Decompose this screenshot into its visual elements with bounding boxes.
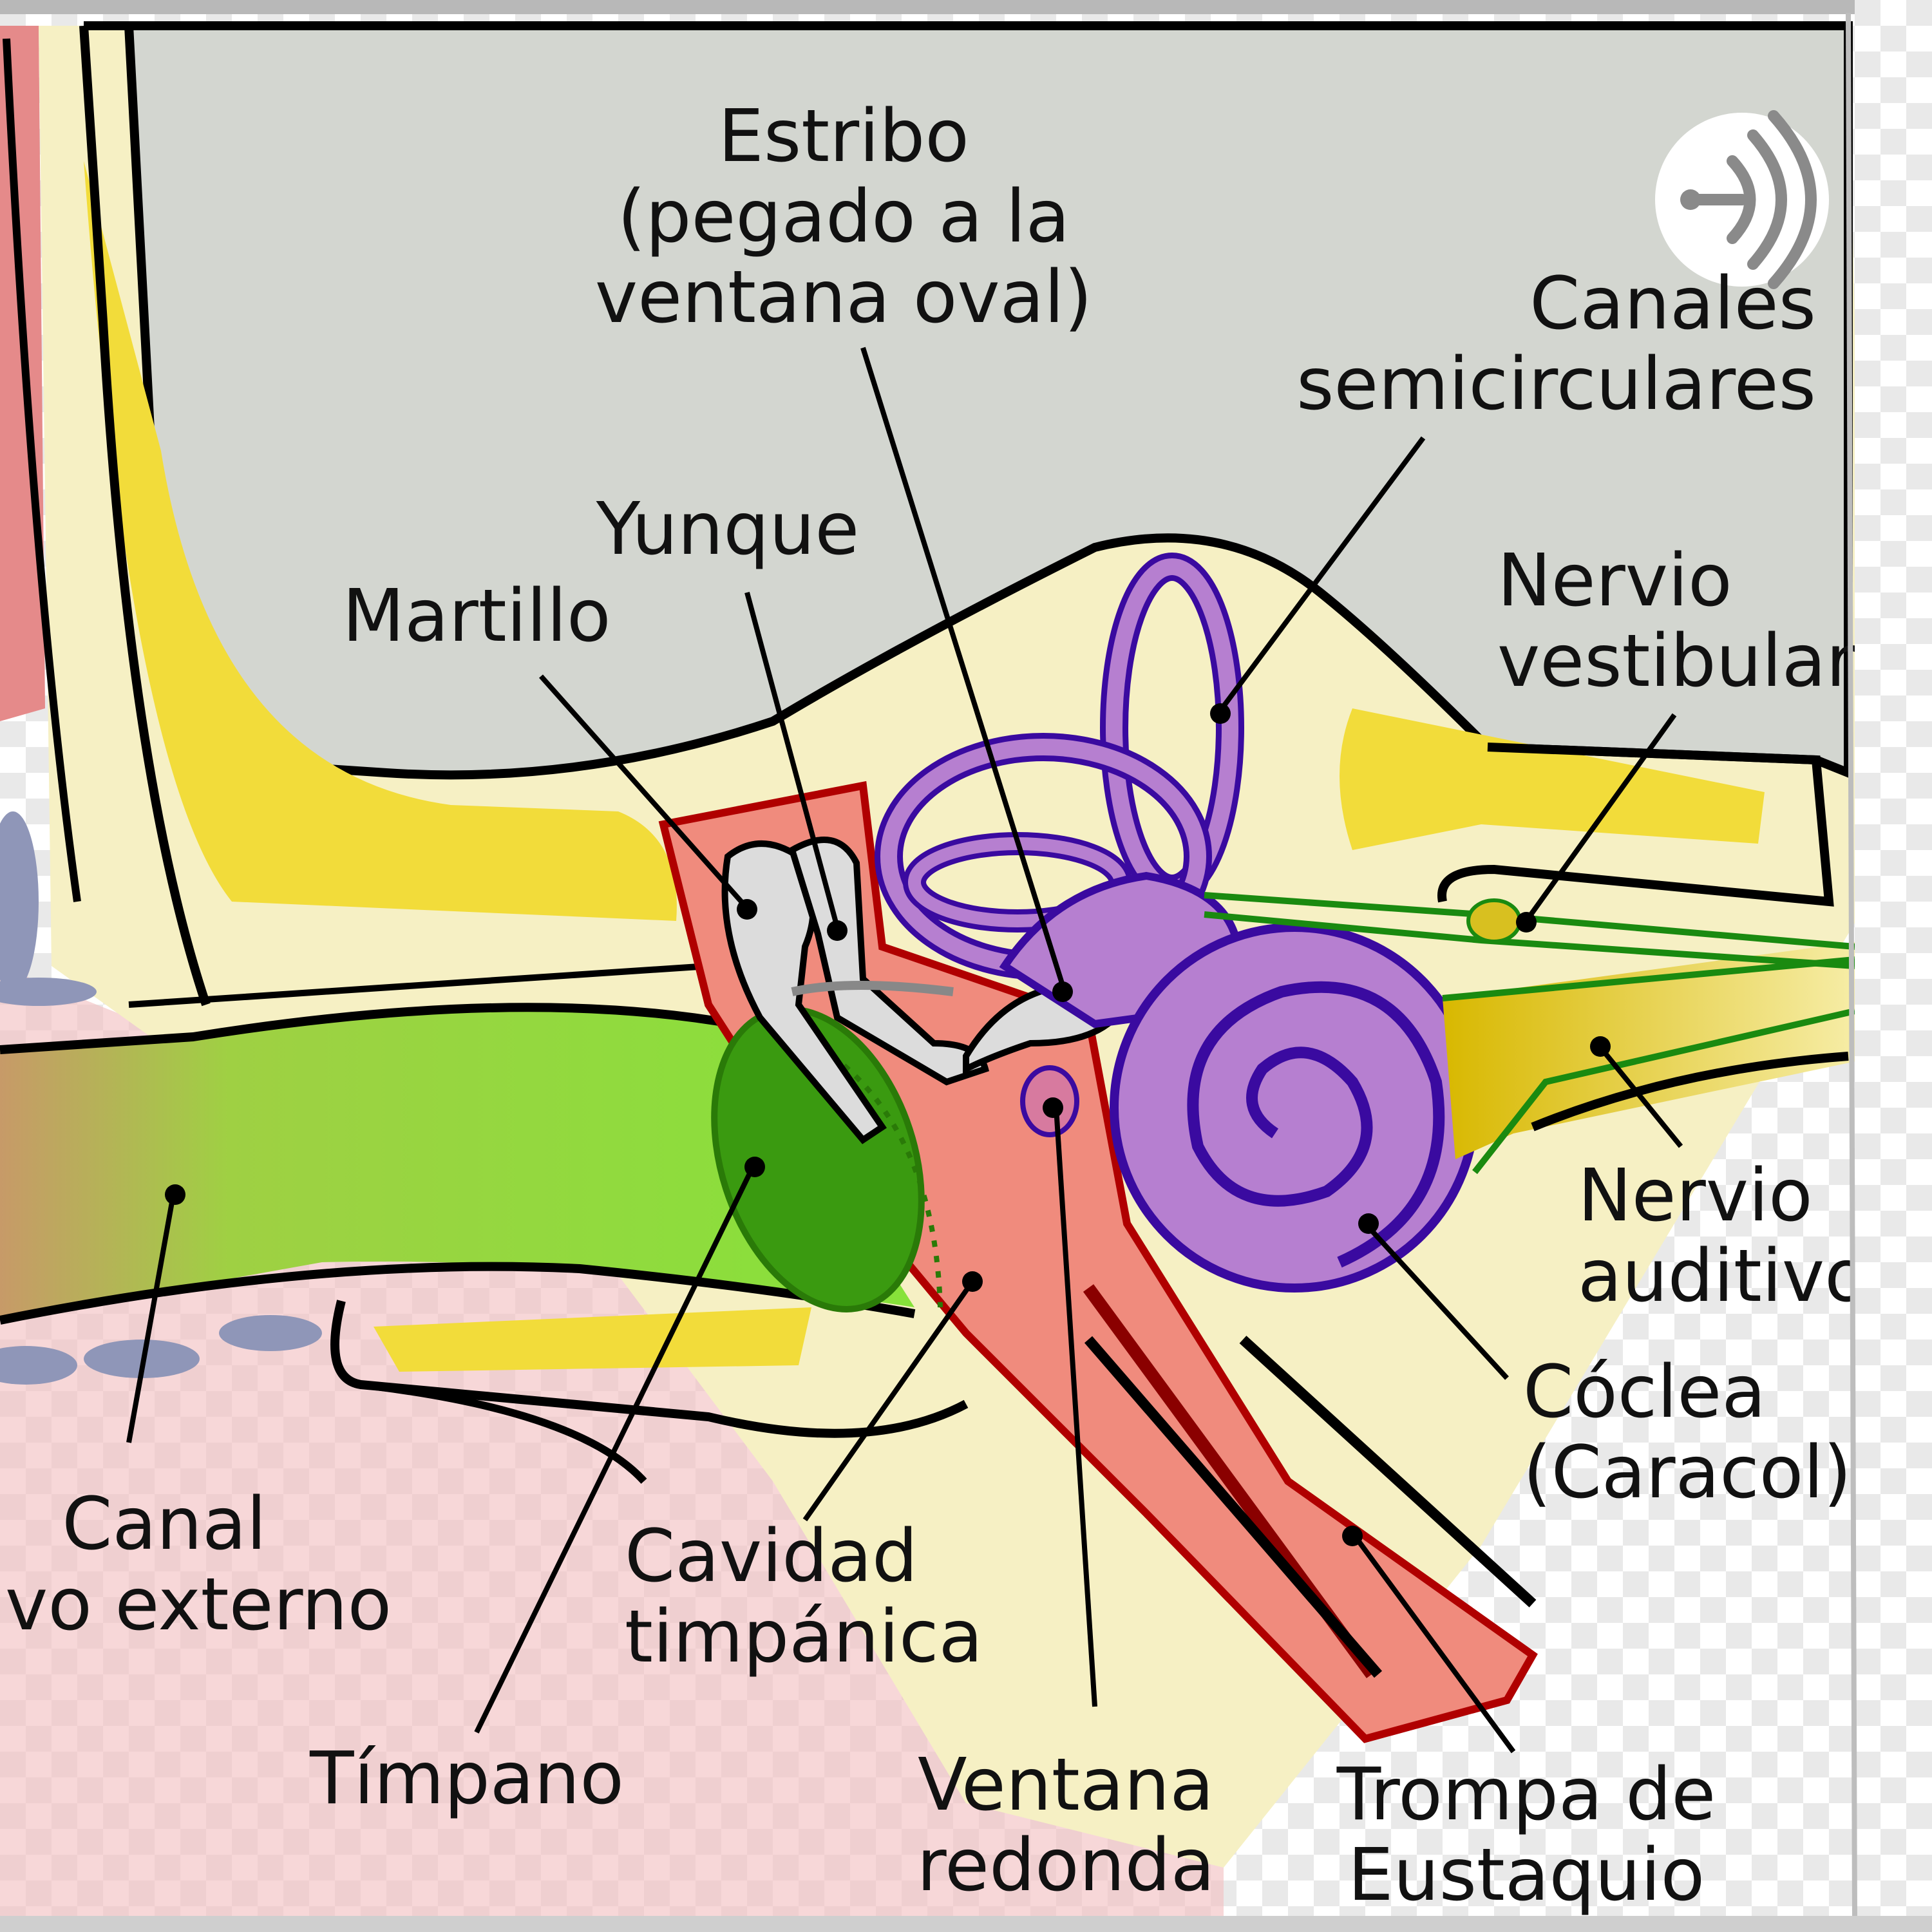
label-yunque: Yunque: [596, 488, 860, 571]
label-line: Cóclea: [1523, 1350, 1766, 1434]
label-coclea: Cóclea(Caracol): [1523, 1350, 1852, 1515]
label-line: vestibular: [1497, 620, 1856, 703]
canal-lower-edge: [360, 1381, 647, 1484]
auditory-nerve-line-2: [1472, 1008, 1856, 1175]
label-line: Eustaquio: [1348, 1833, 1705, 1917]
dot-ventana-redonda: [1043, 1097, 1063, 1118]
cartilage-blob: [0, 811, 39, 992]
label-line: Yunque: [596, 488, 860, 571]
leader-timpano: [474, 1164, 756, 1734]
leader-cavidad: [802, 1280, 975, 1522]
label-martillo: Martillo: [342, 574, 611, 658]
label-line: auditivo: [1578, 1235, 1869, 1318]
leader-canal-auditivo: [126, 1191, 176, 1443]
label-line: Tímpano: [309, 1737, 624, 1821]
label-line: Trompa de: [1336, 1753, 1716, 1837]
dot-cavidad: [962, 1271, 983, 1292]
label-timpano: Tímpano: [309, 1737, 624, 1821]
dot-coclea: [1358, 1213, 1379, 1234]
leader-ventana-redonda: [1054, 1107, 1097, 1707]
canal-outer-lower: [330, 1300, 969, 1438]
auditory-nerve-line: [1442, 956, 1855, 1001]
label-line: timpánica: [625, 1595, 983, 1679]
label-canal-auditivo: Canalitivo externo: [0, 1482, 392, 1647]
podcast-broadcast-icon: [1680, 110, 1817, 289]
dot-yunque: [827, 920, 848, 941]
leader-nervio-auditivo: [1595, 1041, 1683, 1148]
label-line: Nervio: [1578, 1154, 1813, 1238]
label-line: ventana oval): [595, 256, 1092, 339]
label-line: Canal: [62, 1482, 267, 1566]
cochlea: [1110, 923, 1479, 1293]
label-line: itivo externo: [0, 1563, 392, 1647]
label-line: (pegado a la: [618, 175, 1070, 259]
frame-top: [0, 0, 1932, 14]
leader-nervio-vestibular: [1524, 713, 1677, 923]
podcast-logo: [1655, 110, 1829, 289]
frame-right-line: [1846, 12, 1857, 1920]
internal-meatus-wall: [1437, 743, 1834, 907]
leader-coclea: [1363, 1222, 1509, 1380]
cartilage-dot: [219, 1315, 322, 1351]
leader-lines: [126, 346, 1683, 1754]
cochlea-spiral: [1187, 981, 1445, 1268]
label-line: Nervio: [1497, 539, 1732, 623]
leader-martillo: [539, 674, 749, 910]
dot-trompa: [1342, 1526, 1363, 1546]
leader-trompa: [1350, 1531, 1516, 1754]
yellow-bone-lower: [374, 1307, 811, 1372]
dot-timpano: [744, 1157, 765, 1177]
label-line: Martillo: [342, 574, 611, 658]
label-line: (Caracol): [1523, 1431, 1852, 1515]
dot-canal-auditivo: [165, 1184, 185, 1205]
internal-meatus-lower: [1531, 1052, 1849, 1132]
dot-estribo: [1052, 981, 1073, 1002]
dot-martillo: [737, 899, 757, 920]
dot-canales: [1210, 703, 1231, 724]
dot-nervio-auditivo: [1590, 1036, 1611, 1057]
canal-top-wall: [0, 1003, 735, 1054]
label-line: Estribo: [718, 95, 969, 178]
dot-nervio-vestibular: [1516, 912, 1537, 933]
outer-edge-line: [3, 38, 81, 902]
tendon: [791, 981, 954, 996]
frame-bottom: [0, 1916, 1932, 1932]
leader-canales: [1215, 436, 1426, 717]
cartilage-dot: [0, 1346, 77, 1385]
nerve-bundle: [1443, 940, 1880, 1159]
canal-lower-bone-line: [128, 963, 709, 1008]
eustachian-tube-outer: [1239, 1336, 1537, 1607]
leader-estribo: [860, 346, 1065, 987]
eustachian-tube-outer-lower: [1084, 1336, 1383, 1678]
outer-boundary-line: [79, 25, 211, 1007]
leader-dots: [165, 703, 1611, 1546]
yellow-bone-upper: [84, 161, 677, 921]
malleus: [721, 840, 887, 1144]
frame-right: [1855, 0, 1932, 1932]
label-line: redonda: [917, 1824, 1215, 1908]
leader-yunque: [744, 591, 840, 929]
label-line: Ventana: [918, 1743, 1214, 1827]
label-line: Cavidad: [625, 1515, 918, 1598]
cartilage-dot: [0, 978, 97, 1006]
incus: [788, 837, 989, 1086]
external-canal: [0, 1010, 914, 1320]
label-line: Canales: [1530, 262, 1816, 346]
vestibular-ganglion: [1466, 898, 1522, 943]
yellow-bone-right: [1340, 708, 1765, 850]
label-line: semicirculares: [1296, 343, 1816, 426]
